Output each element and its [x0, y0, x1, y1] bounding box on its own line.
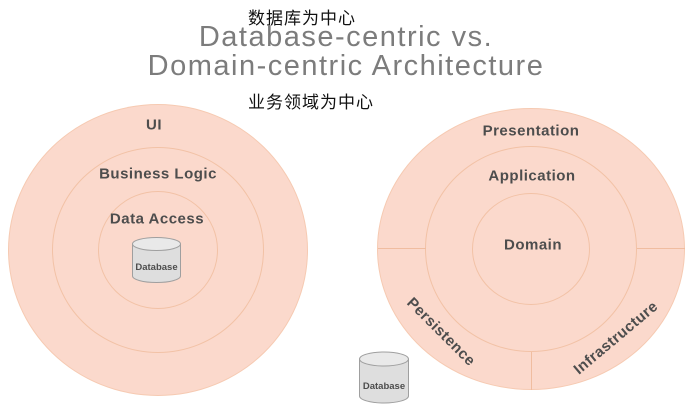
right-ring-label-application: Application [488, 167, 576, 185]
left-ring-label-ui: UI [146, 116, 162, 134]
page-title: Database-centric vs. Domain-centric Arch… [130, 23, 562, 81]
right-inner-circle-domain [472, 193, 590, 305]
left-ring-label-business-logic: Business Logic [99, 165, 217, 183]
left-ring-label-data-access: Data Access [109, 210, 205, 228]
right-ring-label-domain: Domain [503, 236, 563, 254]
right-middle-ring-application [425, 146, 637, 352]
annotation-domain-centric: 业务领域为中心 [248, 93, 374, 112]
right-ring-label-presentation: Presentation [482, 122, 580, 140]
left-middle-ring-business-logic [52, 147, 264, 353]
sector-divider-right [637, 248, 685, 249]
page-title-line2: Domain-centric Architecture [147, 50, 545, 82]
external-database-cylinder-icon: Database [359, 351, 409, 404]
annotation-database-centric: 数据库为中心 [248, 9, 356, 28]
database-cylinder-label: Database [135, 262, 177, 273]
left-inner-ring-data-access [98, 191, 218, 309]
page-title-line1: Database-centric vs. [198, 21, 494, 53]
database-cylinder-icon: Database [132, 237, 181, 283]
external-database-cylinder-label: Database [363, 381, 405, 392]
sector-divider-bottom [531, 352, 532, 390]
sector-divider-left [378, 248, 426, 249]
